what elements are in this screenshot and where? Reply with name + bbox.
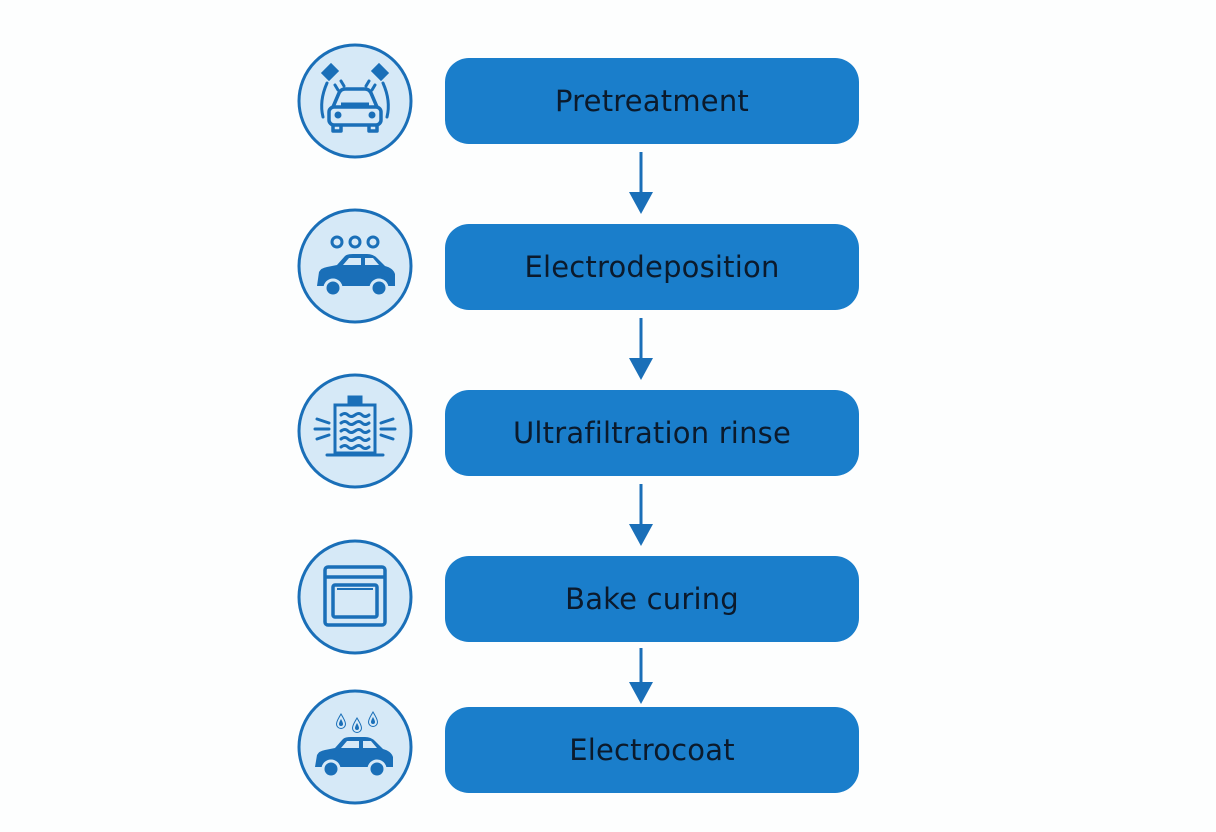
car-wash-spray-icon (297, 43, 413, 159)
filter-unit-icon (297, 373, 413, 489)
step-box-ultrafiltration-rinse: Ultrafiltration rinse (445, 390, 859, 476)
step-label: Bake curing (565, 582, 739, 616)
car-bath-bubbles-icon (297, 208, 413, 324)
car-drops-icon (297, 689, 413, 805)
arrow-down-icon (627, 648, 655, 706)
arrow-down-icon (627, 484, 655, 548)
step-label: Electrodeposition (524, 250, 780, 284)
step-box-bake-curing: Bake curing (445, 556, 859, 642)
step-box-pretreatment: Pretreatment (445, 58, 859, 144)
oven-icon (297, 539, 413, 655)
step-label: Ultrafiltration rinse (512, 416, 791, 450)
arrow-down-icon (627, 318, 655, 382)
step-label: Electrocoat (569, 733, 735, 767)
arrow-down-icon (627, 152, 655, 216)
step-box-electrodeposition: Electrodeposition (445, 224, 859, 310)
step-label: Pretreatment (555, 84, 749, 118)
step-box-electrocoat: Electrocoat (445, 707, 859, 793)
